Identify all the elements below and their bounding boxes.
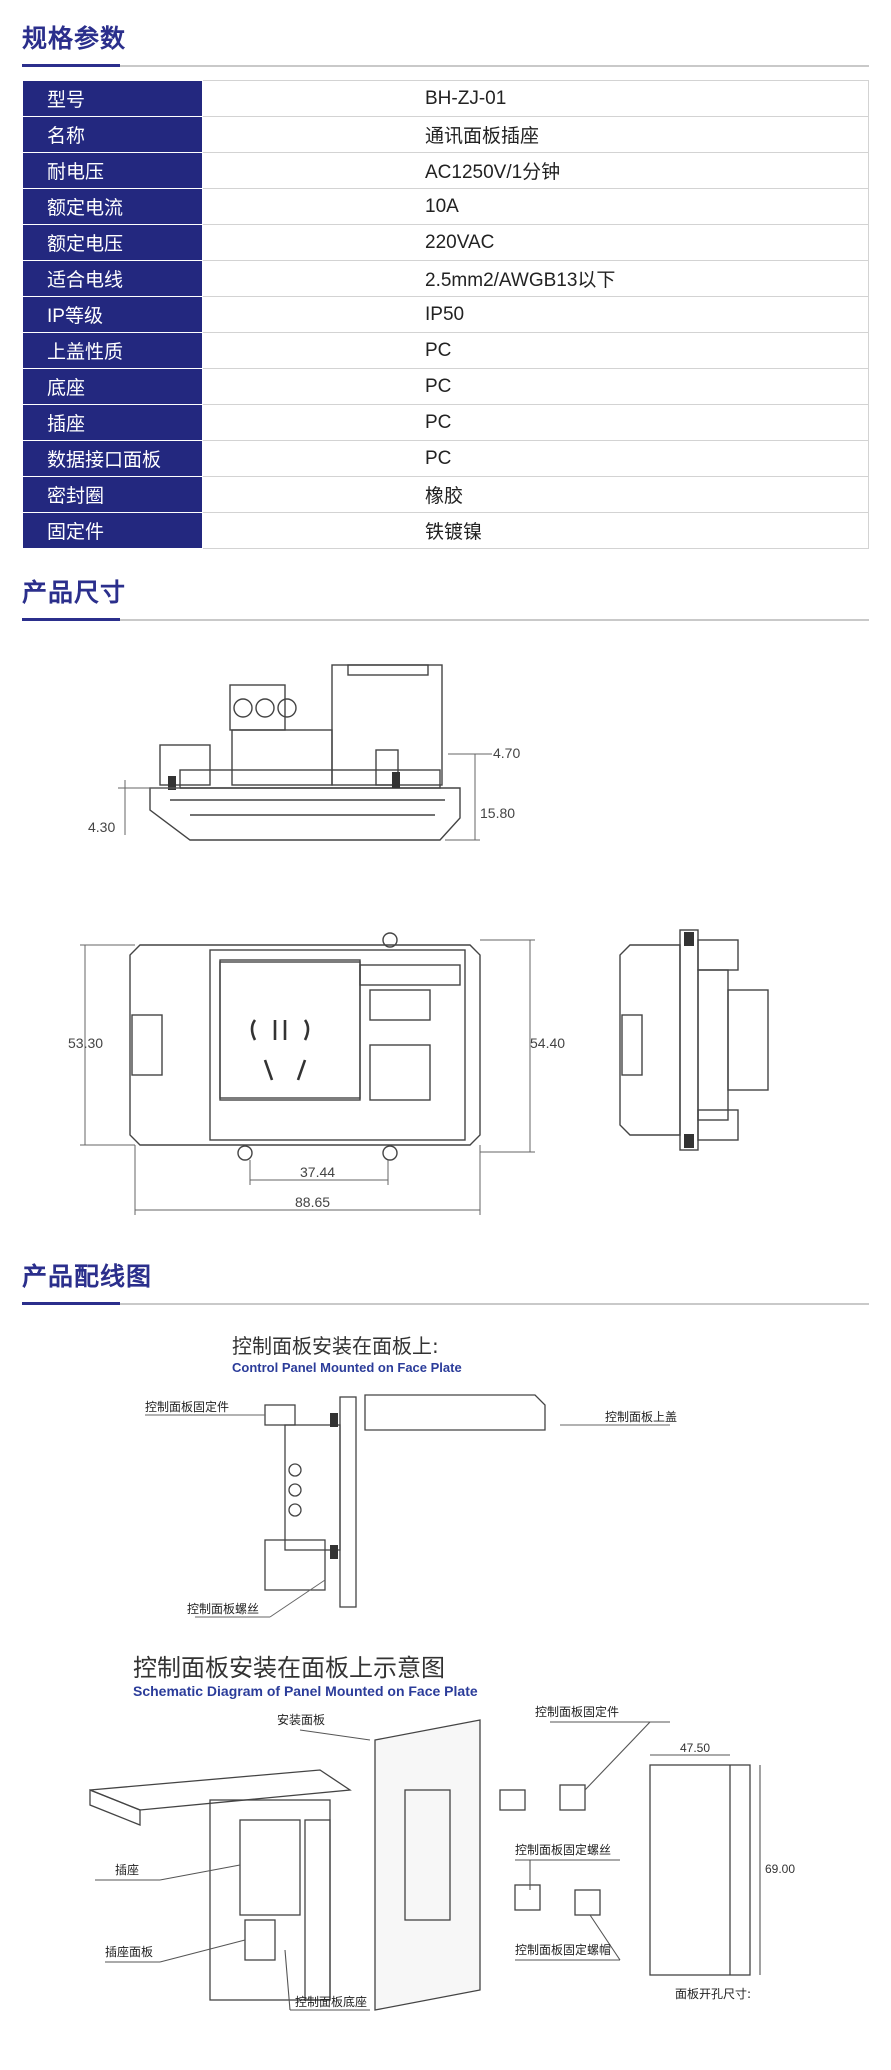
spec-key: 额定电流 xyxy=(22,188,203,225)
spec-row: 耐电压 AC1250V/1分钟 xyxy=(22,152,869,189)
spec-key: 数据接口面板 xyxy=(22,440,203,477)
section-divider xyxy=(22,619,869,621)
label-install-panel: 安装面板 xyxy=(277,1712,325,1727)
label-socket-panel: 插座面板 xyxy=(105,1944,153,1959)
label-panel-screw: 控制面板螺丝 xyxy=(187,1602,259,1616)
spec-key: 适合电线 xyxy=(22,260,203,297)
front-view-drawing: 53.30 54.40 37.44 88.65 xyxy=(68,932,565,1215)
spec-value-cell: PC xyxy=(202,404,869,441)
spec-value: PC xyxy=(425,447,452,469)
dim-88-65: 88.65 xyxy=(295,1194,330,1210)
dim-cut-height: 69.00 xyxy=(765,1862,795,1876)
right-view-drawing xyxy=(619,929,769,1151)
spec-row: 额定电压 220VAC xyxy=(22,224,869,261)
label-panel-base: 控制面板底座 xyxy=(295,1994,367,2009)
spec-value: 10A xyxy=(425,195,459,217)
spec-value-cell: 橡胶 xyxy=(202,476,869,513)
wiring1-title-en: Control Panel Mounted on Face Plate xyxy=(232,1360,462,1375)
spec-value: IP50 xyxy=(425,303,465,325)
spec-key: 插座 xyxy=(22,404,203,441)
label-fixing-nut: 控制面板固定螺帽 xyxy=(515,1942,611,1957)
label-fixing-screw: 控制面板固定螺丝 xyxy=(515,1842,611,1857)
spec-row: 数据接口面板 PC xyxy=(22,440,869,477)
spec-key: 额定电压 xyxy=(22,224,203,261)
wiring2-drawing: 安装面板 控制面板固定件 控制面板固定螺丝 控制面板固定螺帽 插座 插座面板 控… xyxy=(89,1704,795,2011)
spec-value-cell: 2.5mm2/AWGB13以下 xyxy=(202,260,869,297)
section-title-dimensions: 产品尺寸 xyxy=(22,579,127,607)
label-socket: 插座 xyxy=(115,1862,139,1877)
spec-value: BH-ZJ-01 xyxy=(425,87,507,109)
spec-row: 额定电流 10A xyxy=(22,188,869,225)
spec-row: IP等级 IP50 xyxy=(22,296,869,333)
spec-row: 上盖性质 PC xyxy=(22,332,869,369)
section-divider-accent xyxy=(22,618,120,621)
wiring2-title-en: Schematic Diagram of Panel Mounted on Fa… xyxy=(133,1683,478,1699)
spec-value: 通讯面板插座 xyxy=(425,126,540,147)
section-divider xyxy=(22,65,869,67)
spec-row: 固定件 铁镀镍 xyxy=(22,512,869,549)
spec-value: AC1250V/1分钟 xyxy=(425,162,561,183)
side-view-drawing: 4.70 4.30 15.80 xyxy=(88,664,520,841)
spec-value: PC xyxy=(425,339,452,361)
spec-value-cell: 铁镀镍 xyxy=(202,512,869,549)
spec-row: 名称 通讯面板插座 xyxy=(22,116,869,153)
spec-value-cell: 10A xyxy=(202,188,869,225)
label-panel-fixing: 控制面板固定件 xyxy=(145,1399,229,1414)
spec-key: IP等级 xyxy=(22,296,203,333)
spec-row: 插座 PC xyxy=(22,404,869,441)
spec-value-cell: PC xyxy=(202,440,869,477)
spec-value-cell: PC xyxy=(202,368,869,405)
spec-key: 型号 xyxy=(22,80,203,117)
spec-value-cell: AC1250V/1分钟 xyxy=(202,152,869,189)
spec-value-cell: BH-ZJ-01 xyxy=(202,80,869,117)
section-title-wiring: 产品配线图 xyxy=(22,1263,153,1291)
spec-value: PC xyxy=(425,375,452,397)
spec-row: 适合电线 2.5mm2/AWGB13以下 xyxy=(22,260,869,297)
section-header-wiring: 产品配线图 xyxy=(22,1262,869,1305)
spec-row: 底座 PC xyxy=(22,368,869,405)
spec-value: 2.5mm2/AWGB13以下 xyxy=(425,270,616,291)
spec-key: 耐电压 xyxy=(22,152,203,189)
dim-54-40: 54.40 xyxy=(530,1035,565,1051)
wiring1-title-cn: 控制面板安装在面板上: xyxy=(232,1334,439,1358)
dim-4-70: 4.70 xyxy=(493,745,520,761)
section-header-spec: 规格参数 xyxy=(22,24,869,67)
label-panel-fixing-2: 控制面板固定件 xyxy=(535,1704,619,1719)
spec-value: PC xyxy=(425,411,452,433)
spec-value-cell: PC xyxy=(202,332,869,369)
spec-value-cell: 通讯面板插座 xyxy=(202,116,869,153)
section-header-dimensions: 产品尺寸 xyxy=(22,578,869,621)
dim-15-80: 15.80 xyxy=(480,805,515,821)
section-divider-accent xyxy=(22,64,120,67)
spec-value-cell: IP50 xyxy=(202,296,869,333)
spec-key: 底座 xyxy=(22,368,203,405)
wiring2-title-cn: 控制面板安装在面板上示意图 xyxy=(133,1654,445,1682)
spec-row: 密封圈 橡胶 xyxy=(22,476,869,513)
dim-37-44: 37.44 xyxy=(300,1164,335,1180)
section-title-spec: 规格参数 xyxy=(22,25,127,53)
label-panel-cover: 控制面板上盖 xyxy=(605,1410,677,1424)
dim-53-30: 53.30 xyxy=(68,1035,103,1051)
spec-row: 型号 BH-ZJ-01 xyxy=(22,80,869,117)
spec-key: 密封圈 xyxy=(22,476,203,513)
spec-key: 上盖性质 xyxy=(22,332,203,369)
dim-cut-width: 47.50 xyxy=(680,1741,710,1755)
section-divider xyxy=(22,1303,869,1305)
section-divider-accent xyxy=(22,1302,120,1305)
wiring1-drawing: 控制面板固定件 控制面板上盖 控制面板螺丝 xyxy=(145,1394,677,1618)
spec-key: 名称 xyxy=(22,116,203,153)
dim-4-30: 4.30 xyxy=(88,819,115,835)
spec-value: 橡胶 xyxy=(425,486,464,507)
spec-value: 220VAC xyxy=(425,231,495,253)
spec-key: 固定件 xyxy=(22,512,203,549)
spec-value: 铁镀镍 xyxy=(425,522,483,543)
label-cutout-size: 面板开孔尺寸: xyxy=(675,1987,751,2001)
spec-value-cell: 220VAC xyxy=(202,224,869,261)
